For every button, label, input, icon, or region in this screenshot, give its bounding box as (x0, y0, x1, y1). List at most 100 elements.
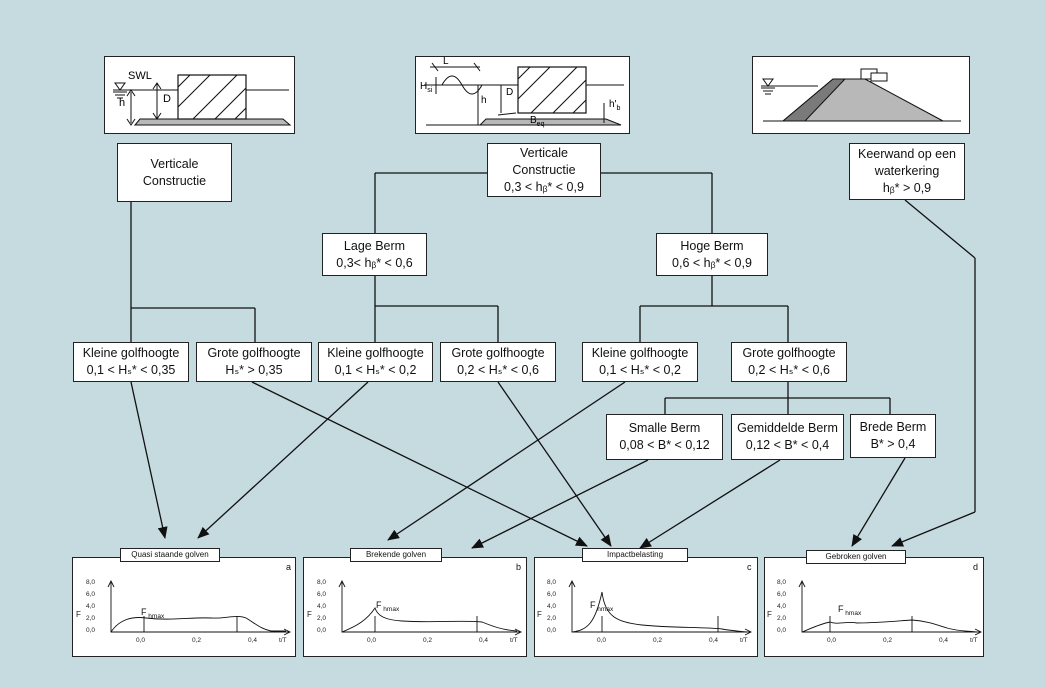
y-axis-label: F (307, 610, 312, 619)
box-line: 0,1 < Hₛ* < 0,35 (86, 363, 176, 377)
box-low-berm: Lage Berm 0,3< hᵦ* < 0,6 (322, 233, 427, 276)
box-large-wave-2: Grote golfhoogte 0,2 < Hₛ* < 0,6 (440, 342, 556, 382)
box-line: Smalle Berm (628, 421, 701, 435)
box-line: 0,08 < B* < 0,12 (619, 438, 710, 452)
panel-title-b: Brekende golven (350, 548, 442, 562)
panel-d (764, 557, 984, 657)
x-tick-label: 0,2 (423, 637, 433, 644)
y-tick-label: 6,0 (547, 591, 557, 598)
force-curve (571, 591, 748, 633)
panel-title-a: Quasi staande golven (120, 548, 220, 562)
y-tick-label: 2,0 (317, 615, 327, 622)
y-tick-label: 2,0 (547, 615, 557, 622)
y-tick-label: 6,0 (777, 591, 787, 598)
box-line: Brede Berm (859, 420, 927, 434)
y-tick-label: 0,0 (86, 627, 96, 634)
box-small-wave-3: Kleine golfhoogte 0,1 < Hₛ* < 0,2 (582, 342, 698, 382)
x-axis-unit: t/T (740, 637, 748, 644)
y-tick-label: 6,0 (317, 591, 327, 598)
panel-letter-a: a (286, 562, 292, 572)
box-line: 0,6 < hᵦ* < 0,9 (672, 255, 752, 270)
x-axis-unit: t/T (510, 637, 518, 644)
box-line: Hₛ* > 0,35 (225, 363, 283, 377)
x-axis-unit: t/T (279, 637, 287, 644)
y-tick-label: 0,0 (777, 627, 787, 634)
y-axis-label: F (537, 610, 542, 619)
y-axis-arrow (107, 579, 115, 588)
panel-letter-c: c (747, 562, 752, 572)
y-tick-label: 4,0 (317, 603, 327, 610)
schematic-vertical-structure: SWL h D (104, 56, 295, 134)
x-axis-arrow (283, 628, 292, 636)
y-tick-label: 0,0 (317, 627, 327, 634)
panel-graph (568, 579, 753, 636)
fmax-label: F hmax (376, 600, 400, 613)
x-tick-label: 0,4 (939, 637, 949, 644)
y-tick-label: 8,0 (777, 579, 787, 586)
y-tick-label: 0,0 (547, 627, 557, 634)
box-line: 0,2 < Hₛ* < 0,6 (748, 363, 830, 377)
y-axis-arrow (798, 579, 806, 588)
d-label-2: D (506, 87, 514, 98)
panel-graph (107, 579, 292, 636)
d-label: D (163, 93, 171, 105)
box-line: Verticale (520, 145, 568, 160)
y-tick-label: 4,0 (777, 603, 787, 610)
box-line: Constructie (142, 173, 207, 188)
box-line: Verticale (150, 156, 199, 171)
force-curve (801, 619, 978, 633)
panel-letter-b: b (516, 562, 522, 572)
y-tick-label: 8,0 (547, 579, 557, 586)
box-line: Grote golfhoogte (451, 346, 545, 360)
y-tick-label: 8,0 (317, 579, 327, 586)
fmax-label: F hmax (590, 600, 614, 613)
y-axis-label: F (76, 610, 81, 619)
box-line: 0,2 < Hₛ* < 0,6 (457, 363, 539, 377)
y-tick-label: 2,0 (86, 615, 96, 622)
panel-a (72, 557, 296, 657)
panel-graph (338, 579, 523, 636)
box-retaining-wall: Keerwand op een waterkering hᵦ* > 0,9 (849, 143, 965, 200)
l-label: L (443, 56, 449, 67)
panel-graph (798, 579, 983, 636)
box-large-wave-3: Grote golfhoogte 0,2 < Hₛ* < 0,6 (731, 342, 847, 382)
schematic-retaining-wall (752, 56, 970, 134)
axis-line (110, 582, 289, 633)
x-tick-label: 0,2 (192, 637, 202, 644)
y-tick-label: 6,0 (86, 591, 96, 598)
force-curve (341, 606, 518, 633)
box-line: Grote golfhoogte (207, 346, 301, 360)
box-high-berm: Hoge Berm 0,6 < hᵦ* < 0,9 (656, 233, 768, 276)
x-tick-label: 0,4 (709, 637, 719, 644)
beq-label: Beq (530, 115, 545, 128)
y-axis-arrow (568, 579, 576, 588)
panel-title-c: Impactbelasting (582, 548, 688, 562)
axis-line (801, 582, 980, 633)
hsi-label: Hsi (420, 81, 433, 94)
box-line: 0,3 < hᵦ* < 0,9 (504, 179, 584, 194)
box-line: 0,1 < Hₛ* < 0,2 (334, 363, 417, 377)
hb-label: h'b (609, 99, 621, 112)
y-tick-label: 8,0 (86, 579, 96, 586)
x-tick-label: 0,2 (883, 637, 893, 644)
fmax-label: F hmax (141, 607, 165, 620)
x-axis-arrow (744, 628, 753, 636)
box-line: Grote golfhoogte (742, 346, 836, 360)
x-tick-label: 0,2 (653, 637, 663, 644)
y-axis-label: F (767, 610, 772, 619)
axis-line (341, 582, 520, 633)
box-small-wave-1: Kleine golfhoogte 0,1 < Hₛ* < 0,35 (73, 342, 189, 382)
box-line: Lage Berm (343, 238, 406, 253)
y-tick-label: 2,0 (777, 615, 787, 622)
box-line: Kleine golfhoogte (591, 346, 689, 360)
box-wide-berm: Brede Berm B* > 0,4 (850, 414, 936, 458)
box-line: B* > 0,4 (870, 437, 916, 451)
box-line: Keerwand op een (858, 147, 956, 161)
x-axis-unit: t/T (970, 637, 978, 644)
box-medium-berm: Gemiddelde Berm 0,12 < B* < 0,4 (731, 414, 844, 460)
box-narrow-berm: Smalle Berm 0,08 < B* < 0,12 (606, 414, 723, 460)
box-vertical-structure-left: Verticale Constructie (117, 143, 232, 202)
